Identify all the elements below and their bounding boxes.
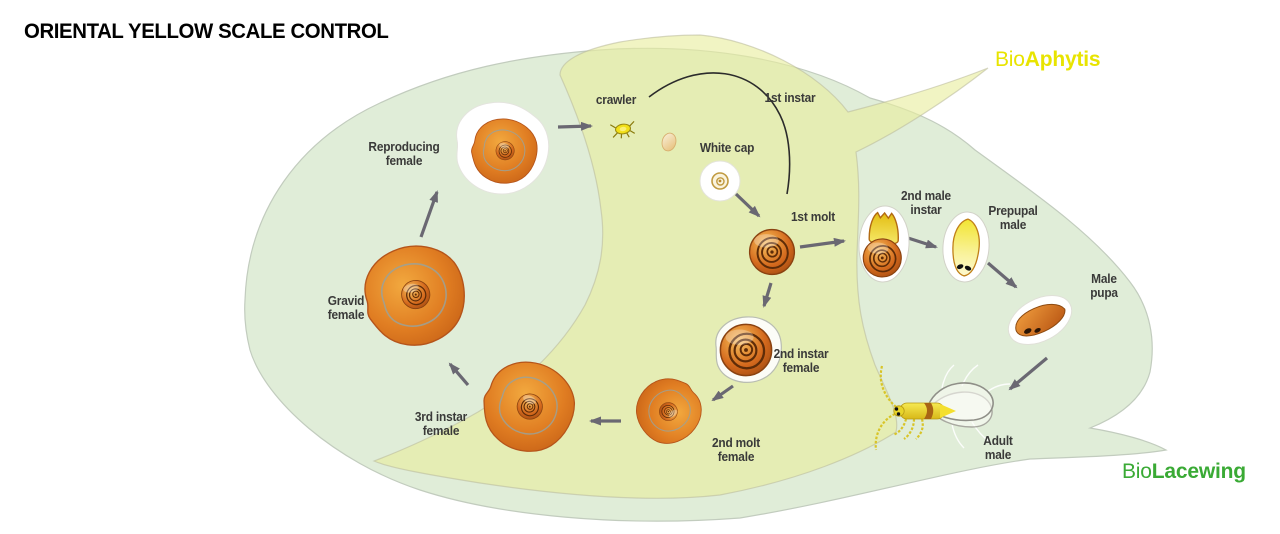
page-title: ORIENTAL YELLOW SCALE CONTROL — [24, 20, 389, 43]
label-third-instar-female: 3rd instar female — [414, 410, 468, 438]
label-white-cap: White cap — [699, 141, 755, 155]
arrow-to-crawler — [557, 121, 593, 131]
bio-lacewing-brand: BioLacewing — [1122, 460, 1246, 484]
adult-male-figure — [874, 364, 1011, 451]
egg-figure — [661, 132, 677, 152]
bio-aphytis-prefix: Bio — [995, 48, 1025, 71]
second-instar-female-figure — [715, 316, 782, 383]
label-crawler: crawler — [595, 93, 637, 107]
label-first-instar: 1st instar — [764, 91, 816, 105]
label-gravid-female: Gravid female — [327, 294, 365, 322]
arrow-firstmolt-to-secondinstarfemale — [762, 282, 773, 308]
bio-lacewing-name: Lacewing — [1151, 460, 1246, 483]
bio-aphytis-brand: BioAphytis — [995, 48, 1101, 72]
arrow-thirdinstar-to-gravid — [448, 362, 470, 387]
label-second-male-instar: 2nd male instar — [901, 189, 951, 217]
arrow-firstmolt-to-secondmale — [799, 237, 846, 249]
label-second-molt-female: 2nd molt female — [712, 436, 760, 464]
arrow-gravid-to-reproducing — [419, 190, 439, 238]
bio-lacewing-prefix: Bio — [1122, 460, 1152, 483]
crawler-figure — [609, 120, 636, 139]
first-molt-figure — [748, 228, 796, 276]
label-prepupal-male: Prepupal male — [988, 204, 1038, 232]
label-second-instar-female: 2nd instar female — [773, 347, 829, 375]
first-instar-arc — [648, 72, 791, 195]
reproducing-female-figure — [456, 101, 550, 195]
bio-aphytis-name: Aphytis — [1024, 48, 1101, 71]
label-adult-male: Adult male — [983, 434, 1013, 462]
second-male-instar-figure — [858, 205, 910, 283]
label-first-molt: 1st molt — [790, 210, 836, 224]
white-cap-figure — [699, 160, 741, 202]
arrow-prepupal-to-pupa — [986, 261, 1018, 289]
arrow-pupa-to-adult — [1008, 356, 1049, 391]
arrow-secondinstar-to-secondmolt — [711, 384, 734, 402]
flow-arrows — [419, 121, 1049, 426]
male-pupa-figure — [1007, 295, 1073, 345]
label-reproducing-female: Reproducing female — [368, 140, 440, 168]
label-male-pupa: Male pupa — [1090, 272, 1118, 300]
arrow-whitecap-to-firstmolt — [734, 192, 761, 218]
arrow-secondmale-to-prepupal — [907, 236, 938, 249]
prepupal-male-figure — [942, 211, 990, 283]
